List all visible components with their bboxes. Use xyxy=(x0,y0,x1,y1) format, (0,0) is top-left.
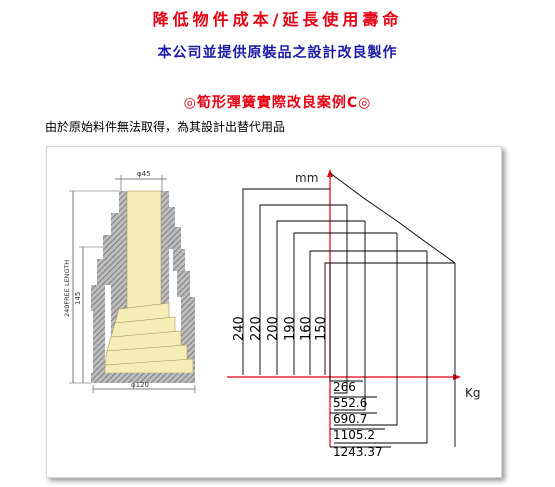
height-label-200: 200 xyxy=(266,316,281,341)
load-line-690 xyxy=(334,221,366,411)
height-label-240: 240 xyxy=(232,316,247,341)
load-label-1105: 1105.2 xyxy=(333,428,375,442)
height-line-160 xyxy=(309,250,427,375)
height-line-200 xyxy=(276,220,365,375)
page-subtitle: 本公司並提供原裝品之設計改良製作 xyxy=(157,45,398,61)
height-line-190 xyxy=(293,232,397,375)
case-title: ◎筍形彈簧實際改良案例C◎ xyxy=(183,95,372,111)
height-line-150 xyxy=(324,262,455,375)
height-label-160: 160 xyxy=(299,316,314,341)
load-line-552 xyxy=(334,205,348,394)
drawing-panel: φ45 xyxy=(46,146,502,478)
solid-height-label: 145 xyxy=(74,292,82,305)
load-label-552: 552.6 xyxy=(333,396,367,410)
load-label-690: 690.7 xyxy=(333,412,367,426)
intro-text: 由於原始料件無法取得，為其設計出替代用品 xyxy=(45,120,286,134)
free-length-label: 240FREE LENGTH xyxy=(63,260,71,317)
top-diameter-label: φ45 xyxy=(137,170,151,178)
x-axis-unit: Kg xyxy=(465,386,481,400)
spring-left-wall xyxy=(91,191,127,373)
height-label-190: 190 xyxy=(283,316,298,341)
load-chart: mm Kg xyxy=(227,169,481,459)
spring-right-wall xyxy=(161,191,195,373)
load-label-1243: 1243.37 xyxy=(333,445,383,459)
y-axis-unit: mm xyxy=(295,171,318,185)
spring-base xyxy=(91,373,195,383)
bottom-diameter-label: φ120 xyxy=(131,381,149,389)
load-line-1105 xyxy=(334,233,398,426)
x-axis-arrow xyxy=(453,374,461,380)
height-label-220: 220 xyxy=(249,316,264,341)
height-line-240 xyxy=(242,188,330,375)
load-line-1243 xyxy=(334,251,428,444)
drawing-canvas: φ45 xyxy=(63,169,481,459)
load-curve xyxy=(329,172,456,264)
spring-coil-body xyxy=(104,190,194,374)
height-line-220 xyxy=(259,204,347,375)
page-title: 降低物件成本/延長使用壽命 xyxy=(152,10,403,29)
spring-drawing: φ45 xyxy=(63,170,196,393)
height-label-150: 150 xyxy=(314,316,329,341)
load-label-266: 266 xyxy=(333,380,356,394)
